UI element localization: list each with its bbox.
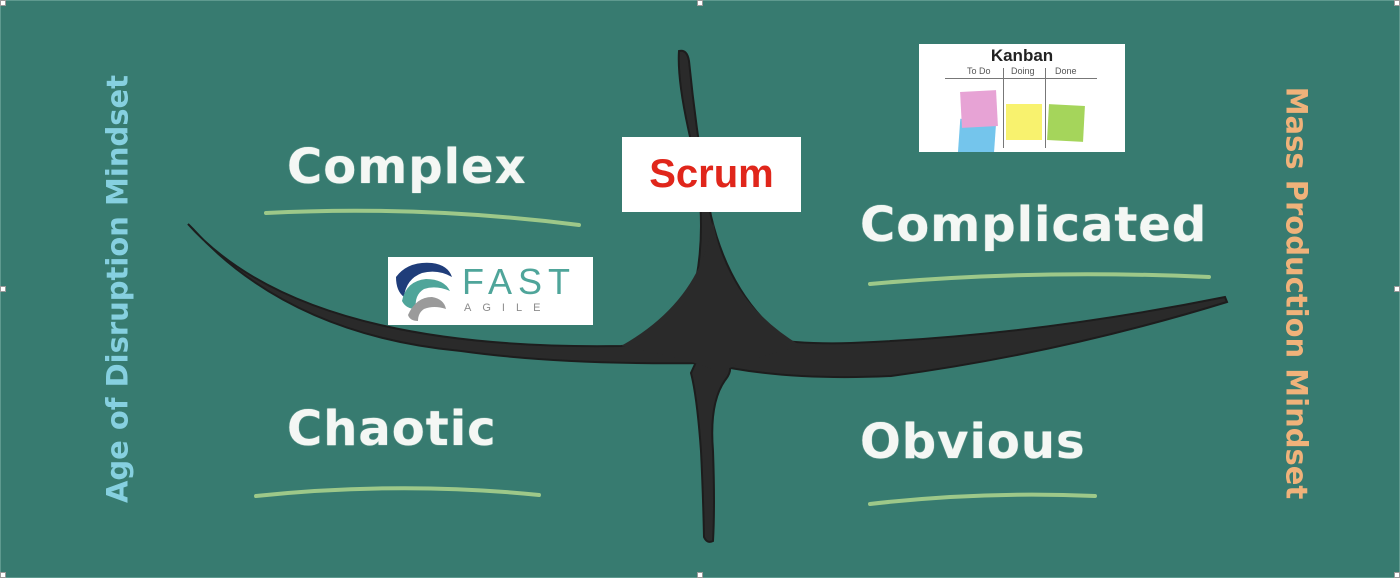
resize-handle-bottom-right[interactable] — [1394, 572, 1400, 578]
fast-agile-logo: FAST AGILE — [388, 257, 593, 325]
fast-agile-mark-icon — [396, 262, 452, 321]
chaotic-underline — [254, 486, 541, 498]
age-of-disruption-label: Age of Disruption Mindset — [100, 74, 135, 504]
kanban-divider-1 — [1003, 68, 1004, 148]
domain-complex: Complex — [287, 139, 527, 195]
domain-complicated: Complicated — [860, 197, 1208, 253]
divider-bottom-arm — [689, 349, 732, 543]
resize-handle-bottom-left[interactable] — [0, 572, 6, 578]
kanban-column-todo: To Do — [967, 66, 991, 76]
resize-handle-top-right[interactable] — [1394, 0, 1400, 6]
resize-handle-middle-left[interactable] — [0, 286, 6, 292]
resize-handle-top-left[interactable] — [0, 0, 6, 6]
sticky-note-pink — [960, 90, 998, 128]
sticky-note-green — [1047, 104, 1085, 142]
kanban-header-line — [945, 78, 1097, 79]
kanban-divider-2 — [1045, 68, 1046, 148]
kanban-column-done: Done — [1055, 66, 1077, 76]
resize-handle-top-center[interactable] — [697, 0, 703, 6]
resize-handle-middle-right[interactable] — [1394, 286, 1400, 292]
kanban-badge: Kanban To Do Doing Done — [919, 44, 1125, 152]
scrum-label: Scrum — [649, 152, 774, 196]
fast-agile-subword: AGILE — [464, 302, 552, 314]
domain-chaotic: Chaotic — [287, 401, 497, 457]
complicated-underline — [868, 272, 1211, 286]
fast-agile-word: FAST — [462, 261, 577, 302]
mass-production-label: Mass Production Mindset — [1279, 86, 1314, 500]
kanban-column-doing: Doing — [1011, 66, 1035, 76]
kanban-title: Kanban — [990, 46, 1054, 65]
divider-right-arm — [699, 295, 1229, 379]
obvious-underline — [868, 492, 1097, 506]
sticky-note-yellow — [1006, 104, 1042, 140]
scrum-badge: Scrum — [622, 137, 801, 212]
divider-center — [621, 221, 801, 373]
resize-handle-bottom-center[interactable] — [697, 572, 703, 578]
complex-underline — [264, 208, 581, 227]
domain-obvious: Obvious — [860, 414, 1086, 470]
